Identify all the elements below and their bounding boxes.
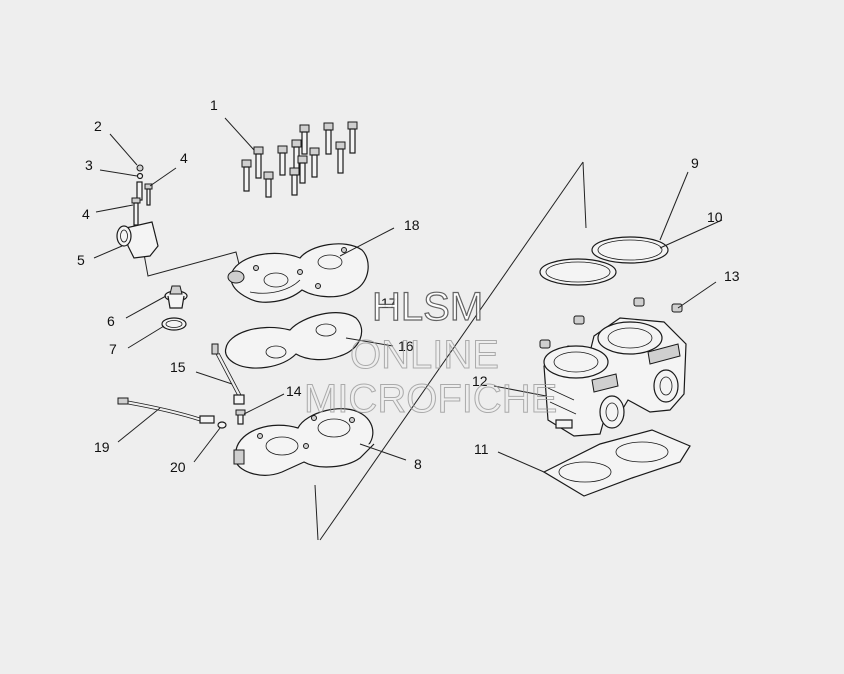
cylinder-head-cover	[227, 243, 369, 303]
callout-18: 18	[404, 217, 420, 233]
watermark: HLSM ONLINE MICROFICHE	[304, 284, 558, 421]
head-gasket	[224, 312, 363, 369]
callout-19: 19	[94, 439, 110, 455]
sealing-washer	[217, 421, 227, 429]
sensor-cable	[117, 397, 215, 424]
callout-16: 16	[398, 338, 414, 354]
plug	[235, 409, 246, 425]
callout-7: 7	[109, 341, 117, 357]
callout-15: 15	[170, 359, 186, 375]
callout-11: 11	[474, 441, 489, 457]
callout-17: 17	[381, 295, 397, 311]
callout-4-left: 4	[82, 206, 90, 222]
callout-13: 13	[724, 268, 740, 284]
watermark-line-3: MICROFICHE	[304, 377, 557, 421]
thermostat	[164, 285, 188, 309]
callout-labels: 1 2 3 4 4 5 6 7 18 17 16 15 14 19 20 8 9…	[77, 97, 740, 475]
callout-12: 12	[472, 373, 488, 389]
callout-20: 20	[170, 459, 186, 475]
watermark-line-2: ONLINE	[350, 333, 499, 377]
callout-9: 9	[691, 155, 699, 171]
temperature-sensor	[211, 343, 245, 405]
leader-lines	[93, 117, 723, 473]
cylinder-o-ring-9	[539, 258, 617, 286]
callout-6: 6	[107, 313, 115, 329]
callout-8: 8	[414, 456, 422, 472]
callout-10: 10	[707, 209, 723, 225]
callout-3: 3	[85, 157, 93, 173]
cylinder-nuts	[539, 297, 683, 349]
thermostat-housing	[116, 221, 159, 259]
small-hardware	[131, 164, 153, 226]
cylinder-head	[233, 408, 375, 476]
callout-2: 2	[94, 118, 102, 134]
callout-1: 1	[210, 97, 218, 113]
base-gasket	[542, 429, 691, 497]
callout-5: 5	[77, 252, 85, 268]
callout-4-right: 4	[180, 150, 188, 166]
thermostat-o-ring	[161, 317, 187, 331]
cylinder-block	[543, 317, 687, 437]
watermark-line-1: HLSM	[372, 285, 483, 329]
cylinder-o-ring-10	[591, 236, 669, 264]
callout-14: 14	[286, 383, 302, 399]
head-bolts	[241, 121, 358, 198]
